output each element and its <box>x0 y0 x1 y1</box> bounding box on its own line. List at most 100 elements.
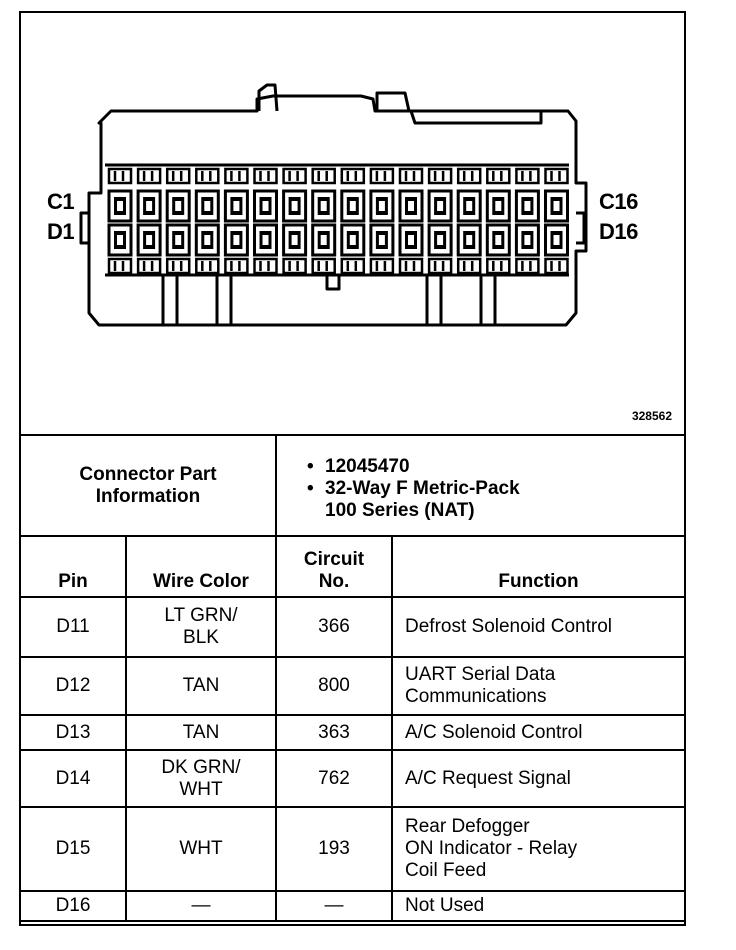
part-number: 12045470 <box>307 456 676 478</box>
header-circuit-line2: No. <box>318 571 350 592</box>
terminal-cavity <box>311 167 336 185</box>
function-cell-line: Coil Feed <box>405 860 487 881</box>
pin-cell-line: D16 <box>55 895 91 916</box>
function-cell: A/C Request Signal <box>391 749 684 808</box>
terminal-contact-opening <box>233 201 240 211</box>
terminal-contact-opening <box>378 235 385 245</box>
wire-color-cell-line: TAN <box>182 721 220 743</box>
terminal-contact-opening <box>233 235 240 245</box>
terminal-contact-opening <box>320 201 327 211</box>
function-cell: Defrost Solenoid Control <box>391 596 684 658</box>
terminal-cavity <box>544 257 569 275</box>
terminal-contact-opening <box>262 235 269 245</box>
terminal-cavity <box>136 167 162 185</box>
header-wire-color: Wire Color <box>125 535 277 598</box>
connector-info-label: Connector Part Information <box>21 434 277 537</box>
terminal-cavity <box>311 257 336 275</box>
left-latch-tab <box>257 83 279 112</box>
terminal-contact-opening <box>349 201 356 211</box>
function-cell-line: A/C Request Signal <box>405 767 571 789</box>
terminal-contact-opening <box>175 235 182 245</box>
bottom-legs <box>161 275 497 325</box>
top-key <box>375 91 411 112</box>
terminal-contact-opening <box>466 235 473 245</box>
connector-housing-outline <box>87 94 588 327</box>
table-header-row: Pin Wire Color Circuit No. Function <box>21 535 684 598</box>
pin-label-d1: D1 <box>47 219 75 244</box>
circuit-cell: — <box>275 890 393 922</box>
terminal-contact-opening <box>117 235 123 245</box>
pin-cell-line: D11 <box>56 616 90 637</box>
header-pin: Pin <box>21 535 127 598</box>
pin-cell-line: D12 <box>55 675 91 696</box>
terminal-cavity <box>369 167 395 185</box>
wire-color-cell-line: TAN <box>182 675 220 696</box>
circuit-cell-line: 800 <box>318 675 350 696</box>
terminal-contact-opening <box>146 235 153 245</box>
pin-cell-line: D14 <box>55 767 91 789</box>
terminal-cavity <box>107 257 133 275</box>
terminal-contact-opening <box>320 235 327 245</box>
connector-drawing <box>79 83 588 327</box>
terminal-contact-opening <box>437 201 444 211</box>
function-cell-line: A/C Solenoid Control <box>405 721 583 743</box>
terminal-contact-opening <box>291 201 298 211</box>
terminal-cavity <box>165 257 191 275</box>
function-cell: A/C Solenoid Control <box>391 714 684 751</box>
terminal-cavity <box>398 257 424 275</box>
terminal-contact-opening <box>408 201 414 211</box>
wire-color-cell: DK GRN/WHT <box>125 749 277 808</box>
inner-frame <box>105 163 569 277</box>
circuit-cell: 762 <box>275 749 393 808</box>
pin-cell: D14 <box>21 749 127 808</box>
cavity-grid <box>107 167 569 275</box>
wire-color-cell: TAN <box>125 714 277 751</box>
function-cell: Not Used <box>391 890 684 922</box>
terminal-contact-opening <box>495 235 502 245</box>
terminal-cavity <box>369 257 395 275</box>
circuit-cell-line: 193 <box>318 838 350 859</box>
terminal-contact-opening <box>349 235 356 245</box>
terminal-cavity <box>340 257 366 275</box>
terminal-contact-opening <box>495 201 502 211</box>
terminal-cavity <box>456 257 482 275</box>
pinout-table: Connector Part Information 12045470 32-W… <box>21 434 684 922</box>
terminal-contact-opening <box>117 201 123 211</box>
terminal-cavity <box>136 257 162 275</box>
terminal-contact-opening <box>175 201 182 211</box>
terminal-contact-opening <box>204 201 211 211</box>
terminal-contact-opening <box>553 201 560 211</box>
function-cell-line: Communications <box>405 686 547 707</box>
connector-info-label-line1: Connector Part <box>79 463 217 485</box>
pin-cell: D13 <box>21 714 127 751</box>
terminal-cavity <box>427 257 453 275</box>
pin-cell: D12 <box>21 656 127 716</box>
connector-info-details: 12045470 32-Way F Metric-Pack 100 Series… <box>275 434 684 537</box>
connector-description-line2: 100 Series (NAT) <box>325 499 475 521</box>
terminal-contact-opening <box>204 235 211 245</box>
circuit-cell: 363 <box>275 714 393 751</box>
circuit-cell: 193 <box>275 806 393 892</box>
terminal-cavity <box>486 257 511 275</box>
pin-label-c16: C16 <box>599 189 638 214</box>
terminal-cavity <box>195 257 220 275</box>
terminal-contact-opening <box>524 201 531 211</box>
wire-color-cell: TAN <box>125 656 277 716</box>
terminal-cavity <box>515 167 540 185</box>
wire-color-cell: — <box>125 890 277 922</box>
terminal-cavity <box>253 257 278 275</box>
wire-color-cell: LT GRN/BLK <box>125 596 277 658</box>
function-cell-line: Defrost Solenoid Control <box>405 616 612 637</box>
header-circuit-no: Circuit No. <box>275 535 393 598</box>
pin-cell: D16 <box>21 890 127 922</box>
circuit-cell-line: 363 <box>318 721 350 743</box>
terminal-cavity <box>282 167 307 185</box>
pin-label-c1: C1 <box>47 189 75 214</box>
header-circuit-line1: Circuit <box>303 549 365 570</box>
circuit-cell: 366 <box>275 596 393 658</box>
terminal-contact-opening <box>466 201 473 211</box>
wire-color-cell-line: DK GRN/ <box>161 756 241 778</box>
